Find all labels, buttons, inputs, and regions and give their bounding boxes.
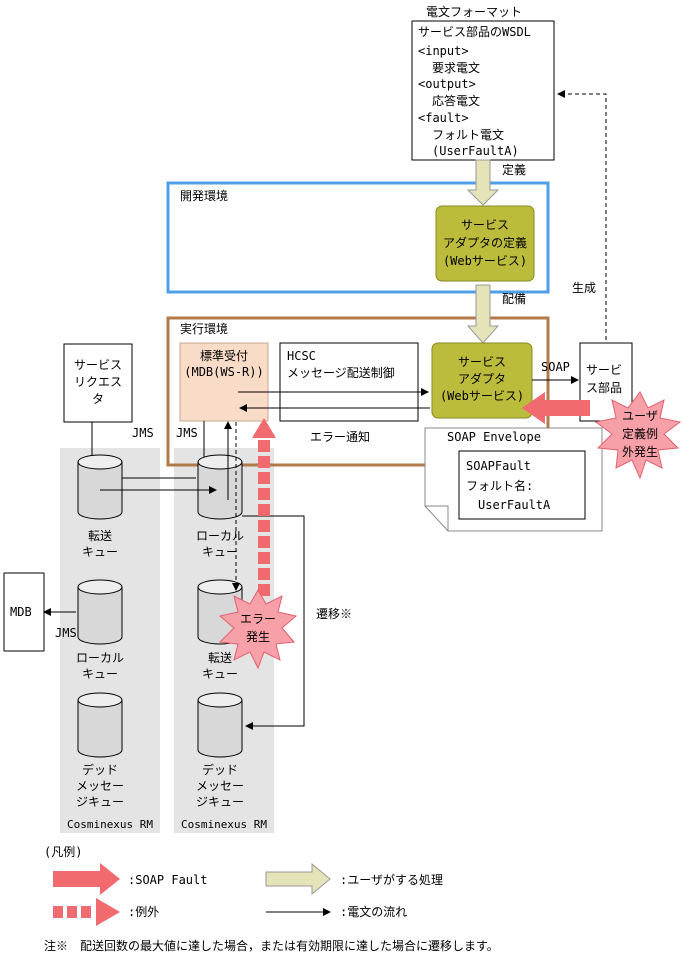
svg-text:電文フォーマット: 電文フォーマット	[426, 4, 522, 19]
svg-text:(UserFaultA): (UserFaultA)	[432, 144, 519, 158]
dev-env-label: 開発環境	[180, 188, 228, 203]
svg-text:アダプタ: アダプタ	[458, 371, 506, 386]
svg-text:HCSC: HCSC	[287, 349, 316, 363]
svg-text:(Webサービス): (Webサービス)	[443, 254, 527, 268]
svg-text:<input>: <input>	[418, 44, 469, 58]
dev-env-box	[166, 181, 550, 294]
exception-arrow	[252, 418, 276, 596]
rm-footer-left: Cosminexus RM	[67, 818, 153, 831]
svg-text:<fault>: <fault>	[418, 111, 469, 125]
svg-text:エラー: エラー	[240, 612, 276, 626]
hcsc-box: HCSC メッセージ配送制御	[279, 342, 419, 422]
deploy-label: 配備	[502, 291, 526, 306]
svg-text:ス部品: ス部品	[586, 380, 622, 395]
jms-label-left: JMS	[132, 426, 154, 440]
svg-text:メッセージ配送制御: メッセージ配送制御	[287, 365, 395, 380]
svg-text:ジキュー: ジキュー	[196, 795, 244, 809]
adapter-definition: サービス アダプタの定義 (Webサービス)	[435, 205, 535, 282]
legend-exception-arrow	[53, 898, 120, 926]
svg-text:<output>: <output>	[418, 77, 476, 91]
svg-text:転送: 転送	[88, 528, 112, 543]
run-env-label: 実行環境	[180, 321, 228, 336]
svg-text:メッセー: メッセー	[196, 779, 244, 793]
svg-text:キュー: キュー	[82, 545, 118, 559]
transition-arrow	[242, 515, 305, 730]
dead-queue-left: デッド メッセー ジキュー	[76, 692, 124, 809]
svg-text:サービ: サービ	[586, 363, 622, 377]
svg-text:タ: タ	[92, 392, 104, 406]
generate-label: 生成	[572, 281, 596, 295]
svg-text:サービス部品のWSDL: サービス部品のWSDL	[418, 24, 531, 39]
svg-text:転送: 転送	[208, 650, 232, 665]
jms-label-mdb: JMS	[55, 626, 77, 640]
svg-text:アダプタの定義: アダプタの定義	[443, 235, 527, 250]
define-label: 定義	[502, 162, 526, 177]
legend-user-process-arrow	[265, 862, 331, 896]
svg-text:定義例: 定義例	[622, 426, 658, 441]
deploy-arrow	[466, 284, 500, 344]
local-queue-left: ローカル キュー	[76, 579, 124, 681]
legend-soap-fault-arrow	[53, 863, 120, 895]
generate-arrow	[557, 90, 607, 340]
svg-text::例外: :例外	[128, 905, 159, 919]
svg-text:要求電文: 要求電文	[432, 60, 480, 75]
std-receive-box: 標準受付 (MDB(WS-R))	[179, 342, 269, 422]
svg-text::SOAP Fault: :SOAP Fault	[128, 873, 207, 887]
dead-queue-right: デッド メッセー ジキュー	[196, 692, 244, 809]
svg-text:SOAP Envelope: SOAP Envelope	[447, 430, 541, 444]
svg-text:デッド: デッド	[202, 762, 238, 777]
svg-text:(Webサービス): (Webサービス)	[440, 389, 524, 403]
define-arrow	[466, 159, 500, 206]
soap-envelope: SOAP Envelope SOAPFault フォルト名: UserFault…	[424, 427, 603, 532]
local-queue-right: ローカル キュー	[196, 454, 244, 559]
error-burst: エラー 発生	[218, 588, 298, 670]
svg-text:ローカル: ローカル	[76, 651, 124, 665]
svg-text:キュー: キュー	[202, 545, 238, 559]
user-fault-burst: ユーザ 定義例 外発生	[594, 391, 682, 480]
svg-text:応答電文: 応答電文	[432, 93, 480, 108]
svg-text:標準受付: 標準受付	[200, 348, 248, 363]
legend: (凡例) :SOAP Fault :ユーザがする処理 :例外 :電文の流れ	[44, 845, 443, 926]
svg-text:キュー: キュー	[82, 667, 118, 681]
svg-text:(凡例): (凡例)	[44, 845, 82, 859]
error-notify-label: エラー通知	[310, 430, 370, 444]
soap-fault-arrow	[522, 392, 590, 424]
transition-label: 遷移※	[316, 607, 352, 621]
svg-text:SOAPFault: SOAPFault	[466, 459, 531, 473]
jms-label-mid: JMS	[176, 426, 198, 440]
service-requester-box: サービス リクエス タ	[63, 343, 133, 423]
svg-text:サービス: サービス	[458, 355, 506, 369]
svg-text:外発生: 外発生	[622, 445, 658, 459]
soap-label: SOAP	[541, 360, 570, 374]
svg-text:フォルト電文: フォルト電文	[432, 127, 504, 142]
svg-text:ユーザ: ユーザ	[622, 409, 658, 423]
svg-text:MDB: MDB	[10, 605, 32, 619]
svg-text::ユーザがする処理: :ユーザがする処理	[340, 872, 443, 887]
svg-text:UserFaultA: UserFaultA	[478, 498, 551, 512]
format-box: 電文フォーマット サービス部品のWSDL <input> 要求電文 <outpu…	[411, 4, 555, 161]
svg-text:サービス: サービス	[74, 358, 122, 372]
rm-footer-right: Cosminexus RM	[181, 818, 267, 831]
svg-text:キュー: キュー	[202, 667, 238, 681]
svg-text:メッセー: メッセー	[76, 779, 124, 793]
svg-text:フォルト名:: フォルト名:	[466, 478, 533, 493]
adapter-runtime: サービス アダプタ (Webサービス)	[431, 342, 533, 419]
footnote: 注※ 配送回数の最大値に達した場合，または有効期限に達した場合に遷移します。	[44, 938, 499, 953]
svg-text:ジキュー: ジキュー	[76, 795, 124, 809]
svg-text:リクエス: リクエス	[74, 375, 122, 389]
svg-text:(MDB(WS-R)): (MDB(WS-R))	[184, 365, 263, 379]
svg-text:発生: 発生	[246, 630, 270, 644]
mdb-box: MDB	[3, 572, 45, 652]
svg-text:デッド: デッド	[82, 762, 118, 777]
svg-text:サービス: サービス	[461, 218, 509, 232]
svg-text::電文の流れ: :電文の流れ	[340, 904, 407, 919]
svg-text:ローカル: ローカル	[196, 529, 244, 543]
run-env-box	[166, 316, 550, 467]
